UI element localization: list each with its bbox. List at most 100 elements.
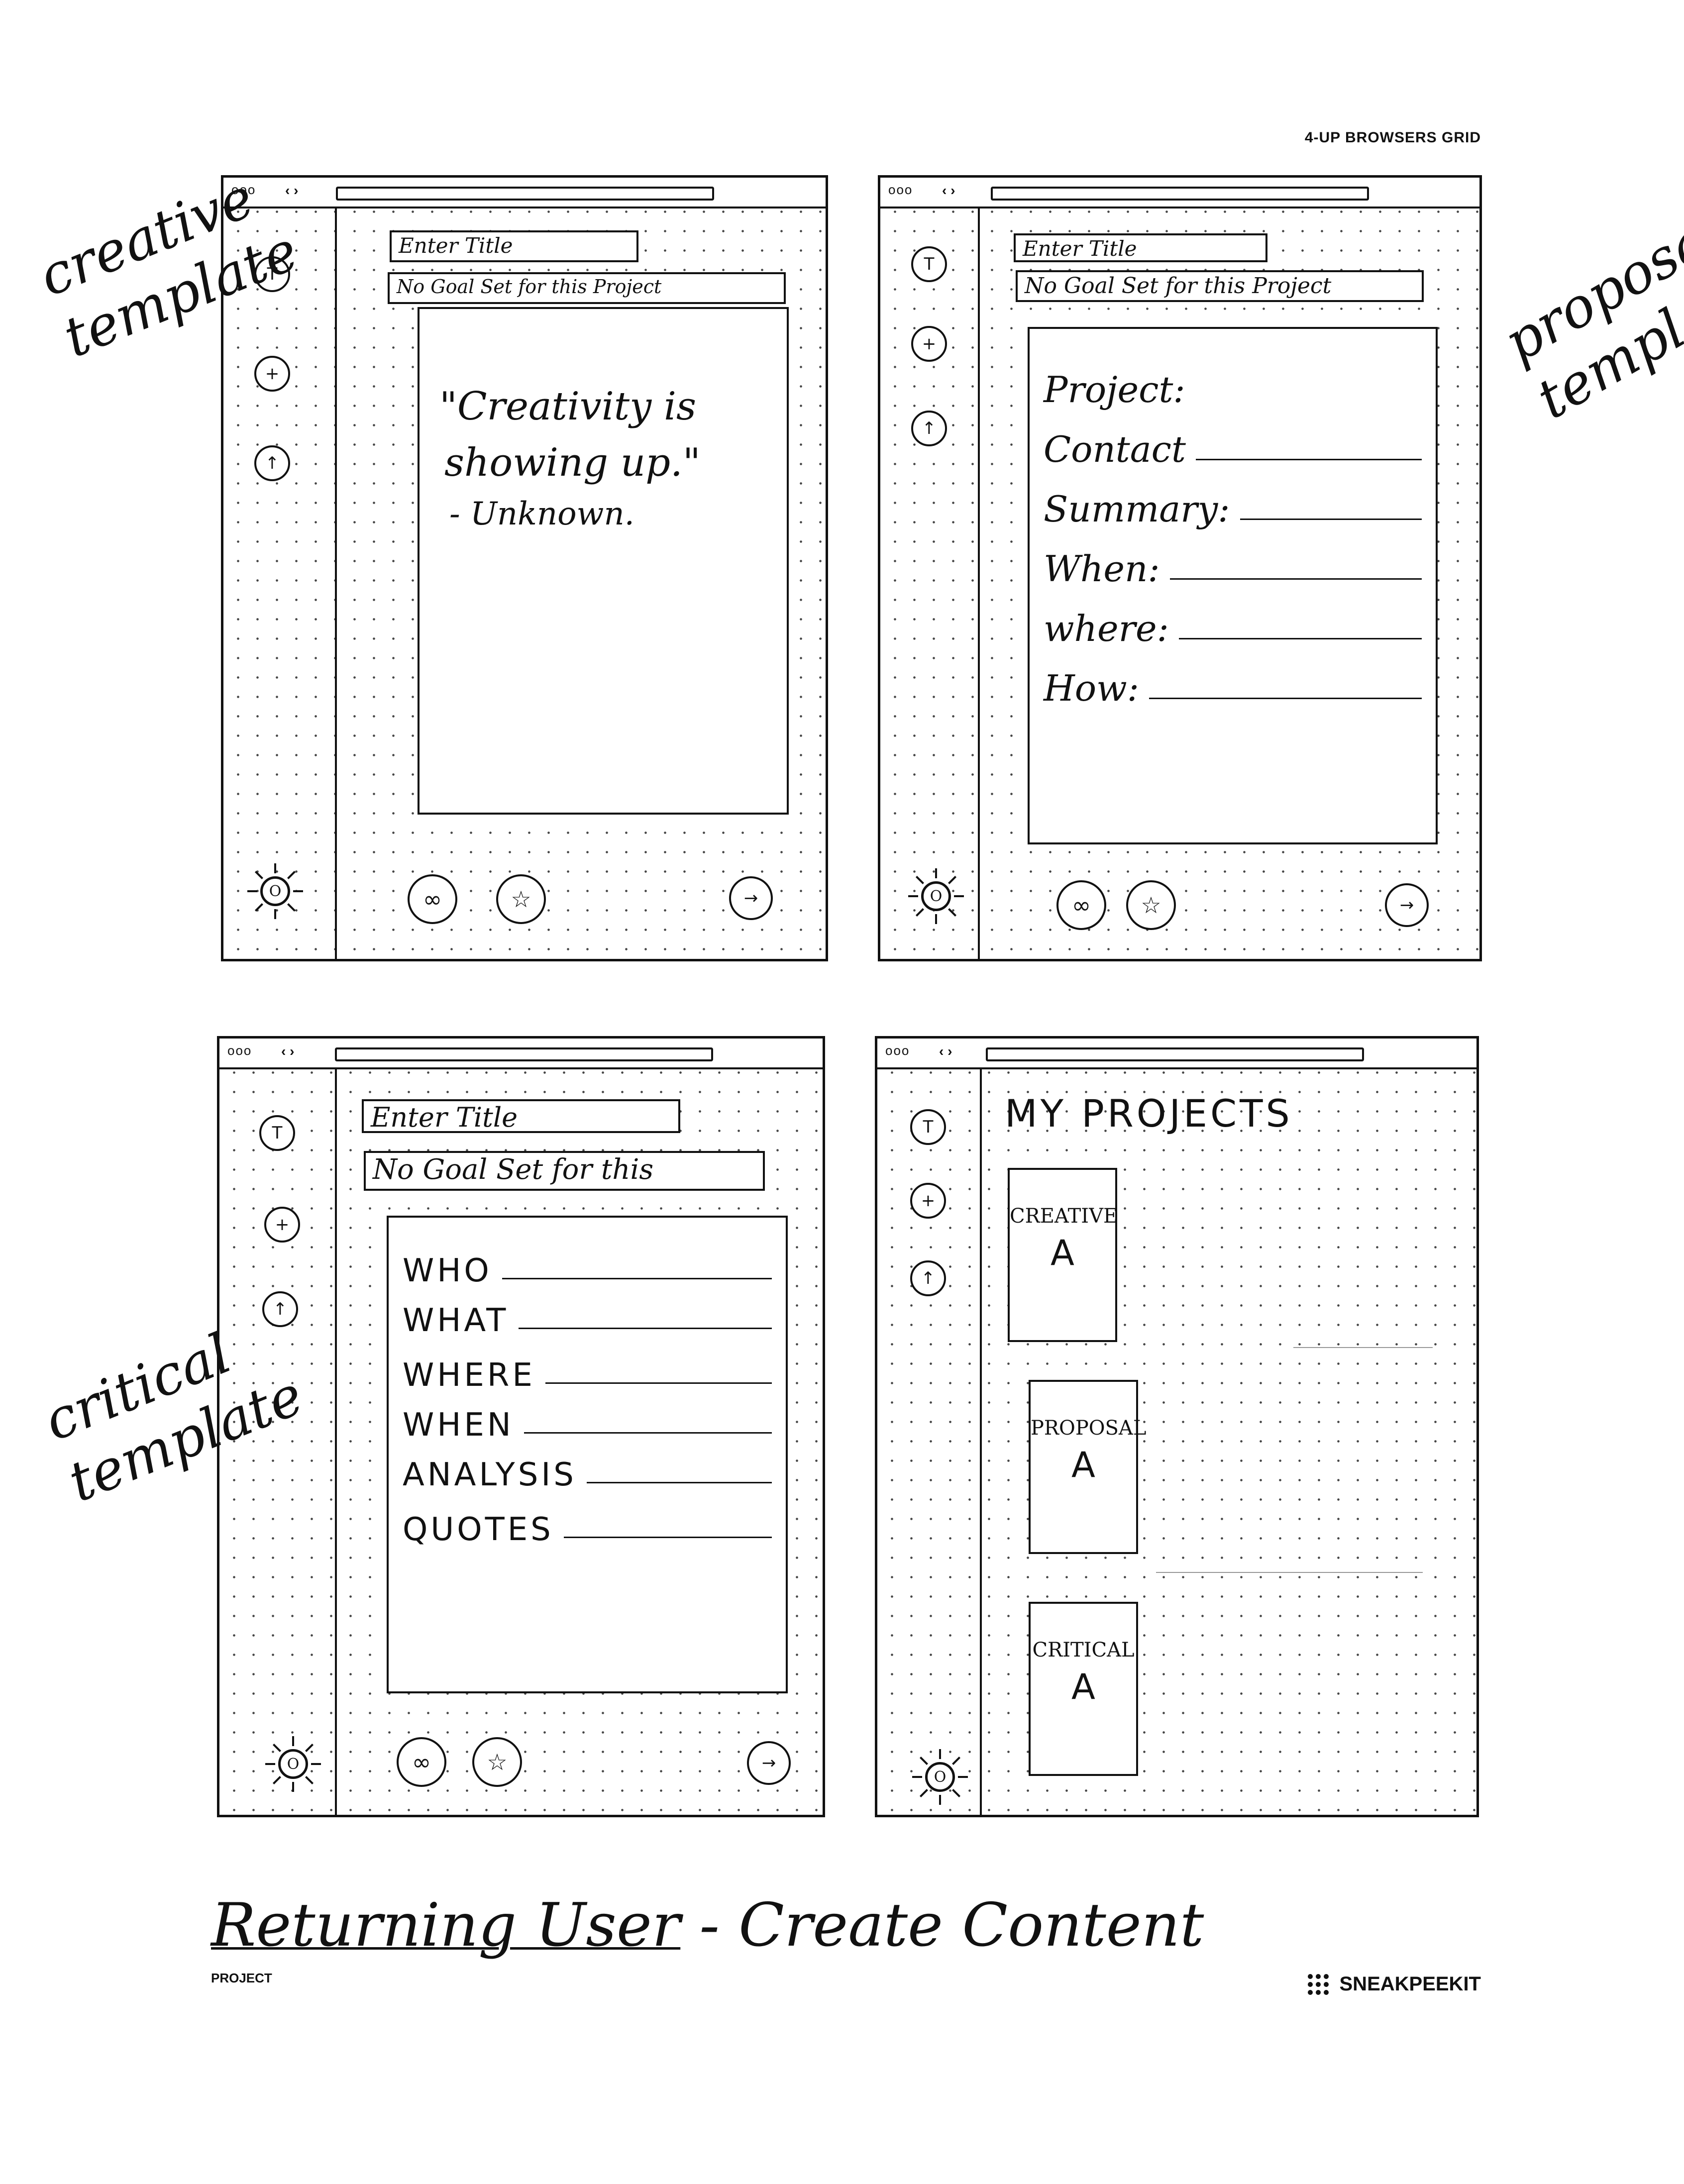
- window-dots-icon: ooo: [231, 182, 256, 197]
- form-input-line[interactable]: [1169, 578, 1422, 580]
- divider: [1293, 1347, 1433, 1348]
- title-tool-button[interactable]: T: [254, 256, 290, 292]
- plus-icon: +: [922, 334, 937, 354]
- brand-name: SNEAKPEEKIT: [1339, 1973, 1481, 1995]
- form-label: QUOTES: [403, 1511, 554, 1548]
- window-dots-icon: ooo: [227, 1043, 252, 1058]
- link-button[interactable]: ∞: [1056, 880, 1106, 930]
- url-bar[interactable]: [336, 187, 714, 201]
- form-label: WHO: [403, 1252, 492, 1289]
- project-card-proposal[interactable]: PROPOSAL A: [1029, 1380, 1147, 1554]
- form-input-line[interactable]: [524, 1432, 772, 1434]
- header-label: 4-UP BROWSERS GRID: [1304, 129, 1481, 146]
- form-input-line[interactable]: [1149, 698, 1422, 699]
- brand-logo: SNEAKPEEKIT: [1307, 1973, 1481, 1995]
- nav-arrows-icon[interactable]: ‹ ›: [285, 183, 299, 198]
- form-label: Contact: [1044, 428, 1186, 470]
- arrow-right-icon: →: [761, 1753, 776, 1773]
- upload-icon: ↑: [922, 418, 937, 438]
- url-bar[interactable]: [986, 1047, 1364, 1061]
- form-label: When:: [1044, 548, 1160, 590]
- next-button[interactable]: →: [729, 876, 773, 920]
- window-dots-icon: ooo: [888, 182, 913, 197]
- sidebar-divider: [335, 1067, 337, 1815]
- form-input-line[interactable]: [545, 1382, 772, 1384]
- add-button[interactable]: +: [911, 326, 947, 362]
- proposal-document[interactable]: Project: Contact Summary: When: where: H…: [1028, 327, 1438, 844]
- star-icon: ☆: [487, 1749, 508, 1775]
- form-label: Summary:: [1044, 488, 1230, 530]
- form-input-line[interactable]: [502, 1278, 772, 1279]
- add-button[interactable]: +: [254, 356, 290, 392]
- document-icon: A: [1051, 1233, 1074, 1273]
- add-button[interactable]: +: [264, 1207, 300, 1243]
- sun-icon: O: [925, 1762, 955, 1792]
- favorite-button[interactable]: ☆: [1126, 880, 1176, 930]
- critical-document[interactable]: WHO WHAT WHERE WHEN ANALYSIS QUOTES: [387, 1216, 788, 1693]
- favorite-button[interactable]: ☆: [472, 1737, 522, 1787]
- browser-my-projects: ooo ‹ › T + ↑ O MY PROJECTS CREATIVE A P…: [875, 1036, 1479, 1817]
- nav-arrows-icon[interactable]: ‹ ›: [939, 1043, 952, 1059]
- project-title: Returning User - Create Content: [211, 1891, 1204, 1960]
- nav-arrows-icon[interactable]: ‹ ›: [942, 183, 955, 198]
- nav-arrows-icon[interactable]: ‹ ›: [281, 1043, 295, 1059]
- title-input[interactable]: Enter Title: [390, 230, 638, 262]
- form-input-line[interactable]: [563, 1537, 772, 1538]
- project-label: PROJECT: [211, 1971, 272, 1985]
- title-tool-button[interactable]: T: [910, 1109, 946, 1145]
- theme-toggle-button[interactable]: O: [245, 861, 305, 921]
- title-input[interactable]: Enter Title: [1014, 233, 1267, 262]
- url-bar[interactable]: [991, 187, 1369, 201]
- theme-toggle-button[interactable]: O: [906, 866, 966, 926]
- upload-button[interactable]: ↑: [910, 1260, 946, 1296]
- link-button[interactable]: ∞: [408, 874, 457, 924]
- form-label: WHEN: [403, 1407, 514, 1444]
- form-input-line[interactable]: [519, 1328, 772, 1329]
- goal-field[interactable]: No Goal Set for this Project: [1016, 270, 1424, 302]
- form-input-line[interactable]: [1240, 519, 1422, 520]
- form-label: How:: [1044, 667, 1140, 709]
- next-button[interactable]: →: [1385, 883, 1429, 927]
- quote-author: - Unknown.: [449, 496, 634, 533]
- sun-icon: O: [260, 876, 290, 906]
- sun-icon: O: [921, 881, 951, 911]
- browser-chrome: ooo ‹ ›: [880, 178, 1479, 208]
- plus-icon: +: [921, 1191, 936, 1211]
- creative-document[interactable]: "Creativity is showing up." - Unknown.: [418, 307, 789, 815]
- link-button[interactable]: ∞: [397, 1737, 446, 1787]
- star-icon: ☆: [511, 886, 531, 913]
- add-button[interactable]: +: [910, 1183, 946, 1219]
- title-tool-button[interactable]: T: [911, 246, 947, 282]
- form-input-line[interactable]: [586, 1482, 772, 1483]
- goal-field[interactable]: No Goal Set for this Project: [388, 272, 786, 304]
- theme-toggle-button[interactable]: O: [910, 1747, 970, 1807]
- sidebar-divider: [978, 207, 980, 959]
- quote-text: "Creativity is showing up." - Unknown.: [439, 379, 701, 537]
- text-icon: T: [924, 254, 935, 274]
- plus-icon: +: [275, 1215, 290, 1235]
- theme-toggle-button[interactable]: O: [263, 1734, 323, 1794]
- title-tool-button[interactable]: T: [259, 1115, 295, 1151]
- goal-field[interactable]: No Goal Set for this: [364, 1151, 765, 1191]
- browser-chrome: ooo ‹ ›: [223, 178, 826, 208]
- browser-creative: ooo ‹ › T + ↑ O Enter Title No Goal Set …: [221, 175, 828, 961]
- project-card-creative[interactable]: CREATIVE A: [1008, 1168, 1118, 1342]
- card-label: PROPOSAL: [1031, 1417, 1147, 1440]
- document-icon: A: [1071, 1666, 1095, 1707]
- project-card-critical[interactable]: CRITICAL A: [1029, 1602, 1138, 1776]
- form-input-line[interactable]: [1195, 459, 1422, 460]
- url-bar[interactable]: [335, 1047, 713, 1061]
- upload-button[interactable]: ↑: [911, 411, 947, 446]
- plus-icon: +: [265, 364, 280, 384]
- grid-dots-icon: [1307, 1974, 1329, 1995]
- form-input-line[interactable]: [1178, 638, 1422, 639]
- window-dots-icon: ooo: [885, 1043, 910, 1058]
- form-label: ANALYSIS: [403, 1456, 577, 1493]
- upload-button[interactable]: ↑: [254, 445, 290, 481]
- upload-icon: ↑: [265, 453, 280, 473]
- title-input[interactable]: Enter Title: [362, 1099, 680, 1133]
- form-label: Project:: [1044, 369, 1185, 411]
- favorite-button[interactable]: ☆: [496, 874, 546, 924]
- next-button[interactable]: →: [747, 1741, 791, 1785]
- upload-button[interactable]: ↑: [262, 1291, 298, 1327]
